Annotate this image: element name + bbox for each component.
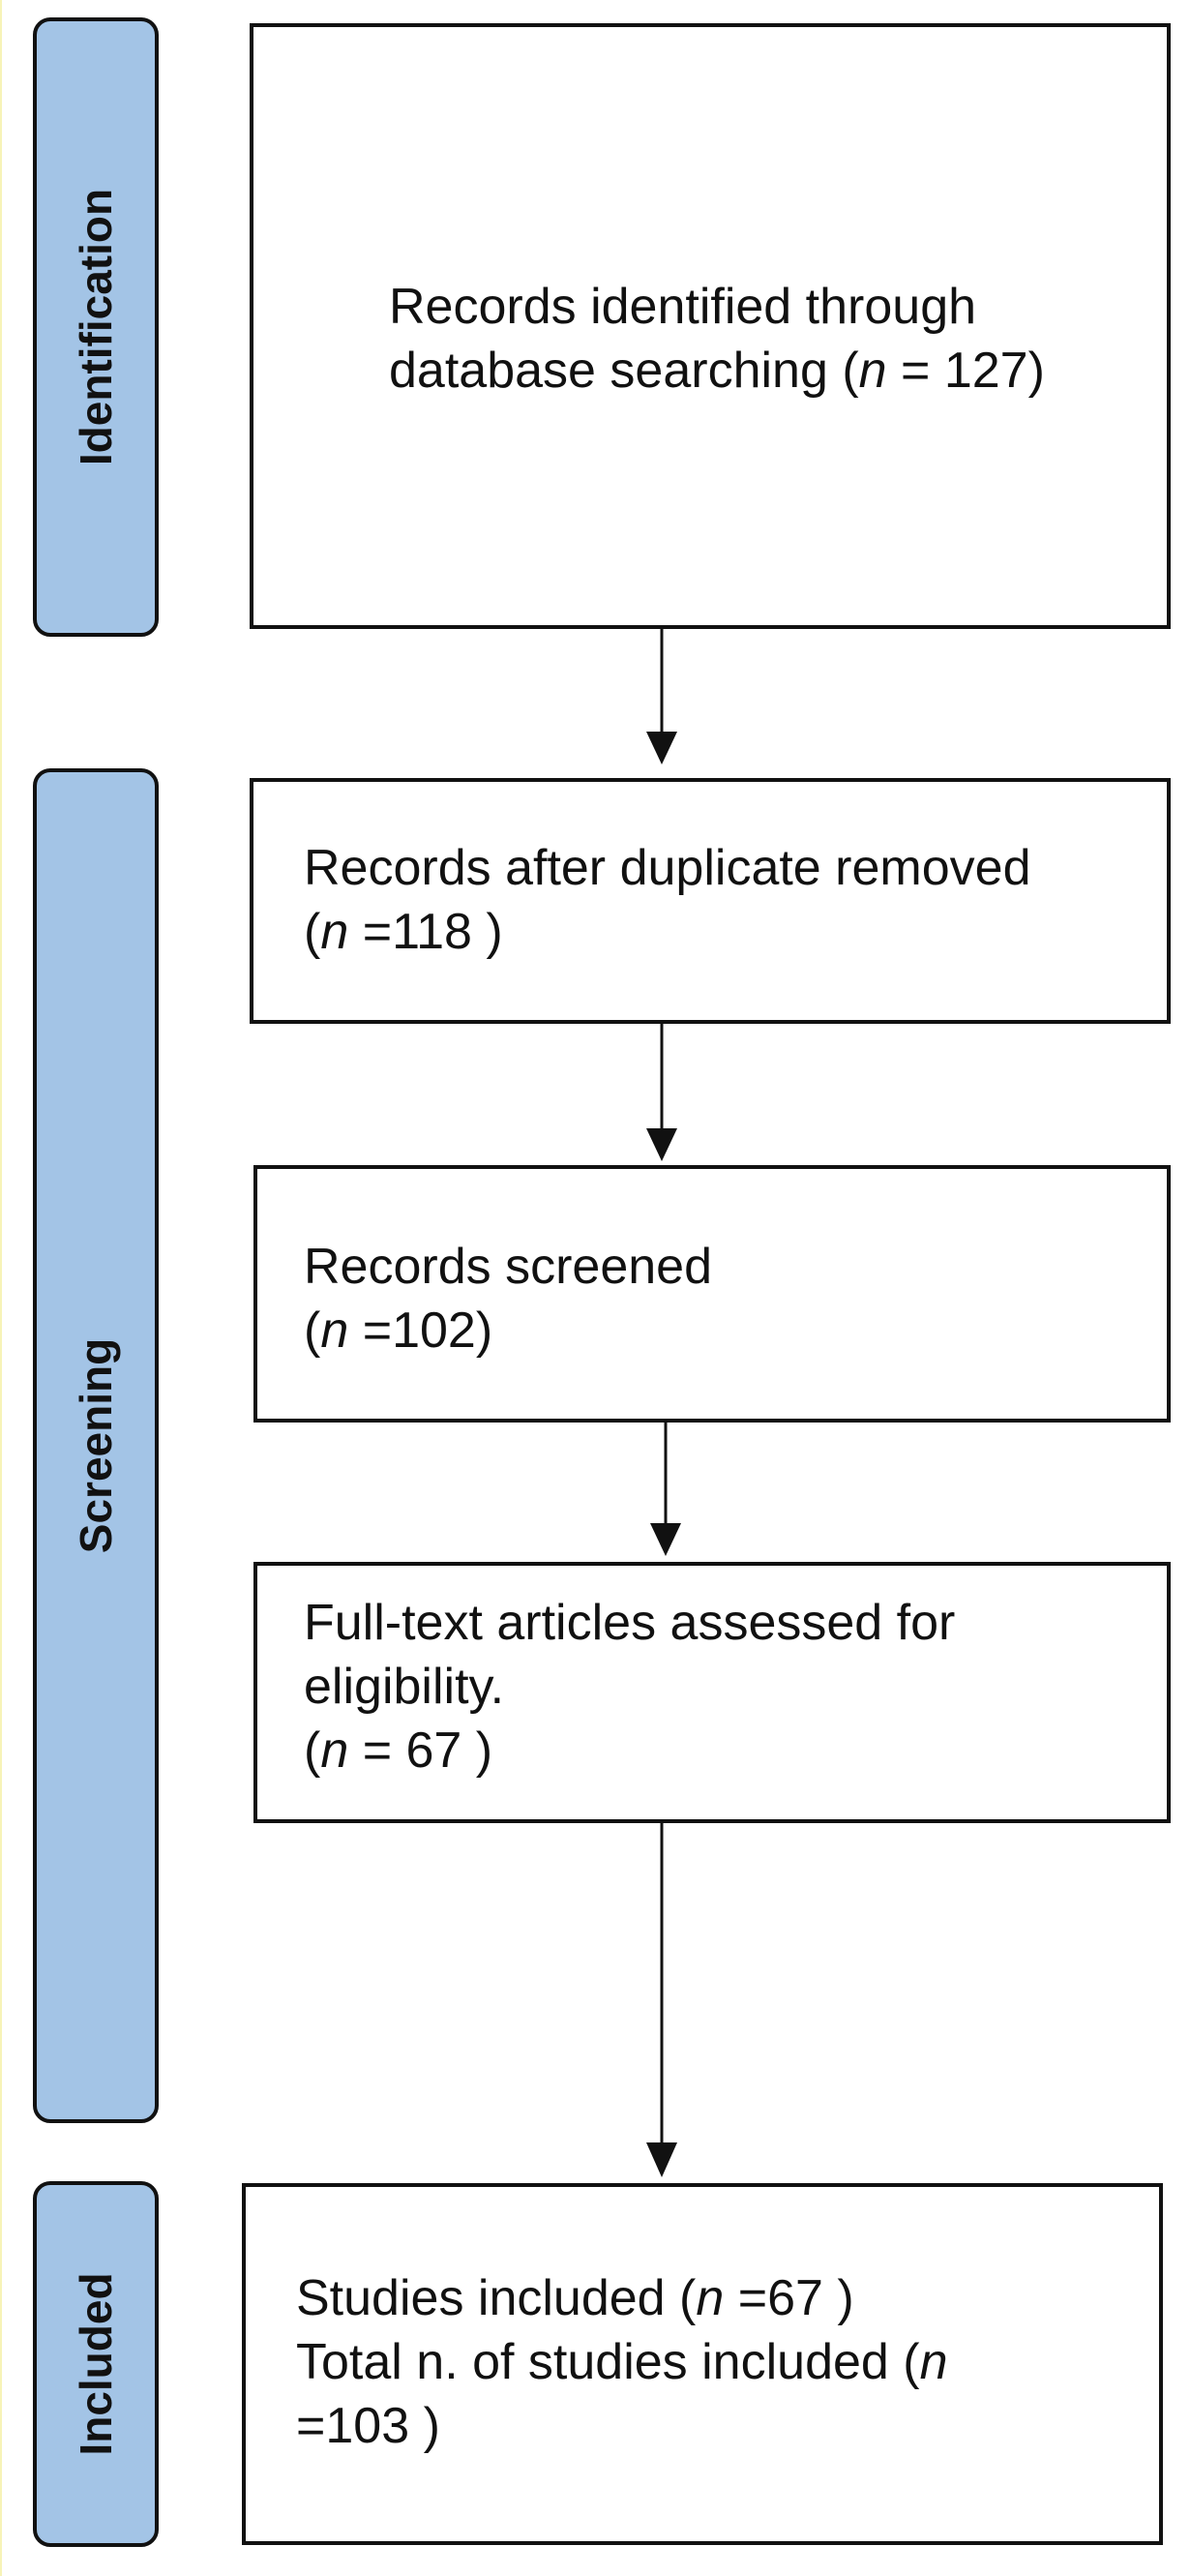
screened-line1: Records screened	[304, 1239, 712, 1295]
box-records-after-duplicates-text: Records after duplicate removed (n =118 …	[304, 836, 1031, 964]
box-studies-included-text: Studies included (n =67 ) Total n. of st…	[296, 2266, 948, 2458]
stage-included: Included	[33, 2181, 159, 2547]
box-records-identified: Records identified through database sear…	[250, 23, 1171, 629]
fulltext-line1: Full-text articles assessed for	[304, 1595, 956, 1651]
page-edge	[0, 0, 2, 2576]
arrow-3-head	[650, 1523, 681, 1556]
box-records-screened: Records screened (n =102)	[253, 1165, 1171, 1423]
fulltext-line2: eligibility.	[304, 1659, 505, 1715]
box-records-after-duplicates: Records after duplicate removed (n =118 …	[250, 778, 1171, 1024]
included-line2: Total n. of studies included (n	[296, 2334, 948, 2390]
stage-identification: Identification	[33, 17, 159, 637]
screened-line2: (n =102)	[304, 1303, 493, 1359]
box-fulltext-assessed-text: Full-text articles assessed for eligibil…	[304, 1591, 955, 1782]
arrow-1-head	[646, 732, 677, 764]
arrow-4-head	[646, 2142, 677, 2177]
after-duplicates-line1: Records after duplicate removed	[304, 840, 1031, 896]
box-records-screened-text: Records screened (n =102)	[304, 1235, 712, 1363]
included-line1: Studies included (n =67 )	[296, 2270, 854, 2326]
arrow-2-head	[646, 1128, 677, 1161]
box-studies-included: Studies included (n =67 ) Total n. of st…	[242, 2183, 1163, 2545]
identified-line2: database searching (n = 127)	[389, 343, 1045, 399]
box-records-identified-text: Records identified through database sear…	[389, 275, 1045, 403]
fulltext-line3: (n = 67 )	[304, 1722, 493, 1779]
identified-line1: Records identified through	[389, 279, 977, 335]
box-fulltext-assessed: Full-text articles assessed for eligibil…	[253, 1562, 1171, 1823]
after-duplicates-line2: (n =118 )	[304, 904, 503, 960]
stage-screening: Screening	[33, 768, 159, 2123]
included-line3: =103 )	[296, 2398, 440, 2454]
